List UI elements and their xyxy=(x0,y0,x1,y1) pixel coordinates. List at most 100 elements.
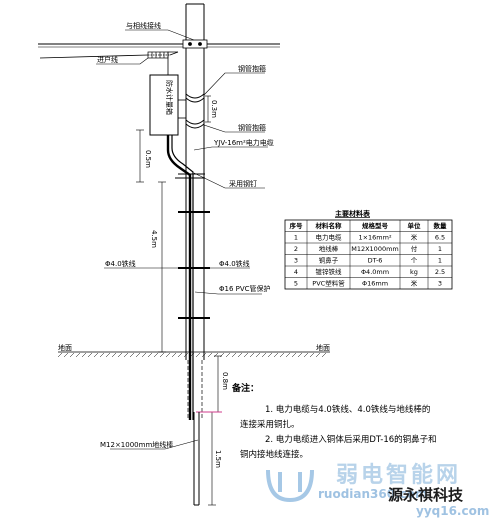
table-cell: PVC塑料管 xyxy=(312,279,345,288)
ground-hatch-mark xyxy=(267,352,273,358)
leaders xyxy=(96,29,268,450)
dim-main-label: 4.5m xyxy=(150,230,158,248)
table-cell: 铜鼻子 xyxy=(319,256,339,265)
dim-upper-label: 0.5m xyxy=(144,150,152,168)
table-cell: kg xyxy=(410,268,418,276)
iron-wire-bands xyxy=(178,211,210,319)
ground-hatch-mark xyxy=(99,352,105,358)
table-cell: 5 xyxy=(294,280,298,288)
table-cell: 电力电缆 xyxy=(316,233,343,242)
table-header-cell: 数量 xyxy=(434,221,448,230)
table-title: 主要材料表 xyxy=(335,209,371,218)
ground-hatch-mark xyxy=(303,352,309,358)
grounding-rod xyxy=(193,412,200,506)
ground-hatch-mark xyxy=(279,352,285,358)
dim-rod-label: 1.5m xyxy=(214,450,222,468)
watermark-logo-icon xyxy=(266,469,314,503)
cable-spec-label: YJV-16m²电力电缆 xyxy=(213,138,274,147)
hoop-dimension-label: 0.3m xyxy=(210,100,218,118)
ground-left-label: 地面 xyxy=(58,343,72,352)
watermark: 弱电智能网 ruodian360.com 源永祺科技 yyq16.com xyxy=(266,462,489,518)
ground-hatch-mark xyxy=(93,352,99,358)
cable-clamp xyxy=(175,173,205,179)
ground-hatch-mark xyxy=(315,352,321,358)
table-header-cell: 序号 xyxy=(289,221,304,230)
right-dimension-lines xyxy=(208,355,222,506)
ground-hatch-mark xyxy=(105,352,111,358)
meter-box: 防水计量箱 xyxy=(149,74,179,136)
ground-hatch-mark xyxy=(231,352,237,358)
table-cell: 1 xyxy=(438,257,442,265)
ground-hatch-mark xyxy=(213,352,219,358)
note-1a: 1. 电力电缆与4.0铁线、4.0铁线与地线棒的 xyxy=(265,404,430,415)
ground-hatch-mark xyxy=(255,352,261,358)
table-cell: 米 xyxy=(411,233,418,242)
pvc-pipe-label: Φ16 PVC管保护 xyxy=(219,284,271,293)
note-2a: 2. 电力电缆进入铜体后采用DT-16的铜鼻子和 xyxy=(265,434,437,445)
meter-box-label: 防水计量箱 xyxy=(165,80,174,115)
ground-right-label: 地面 xyxy=(316,343,330,352)
table-header-cell: 规格型号 xyxy=(362,221,389,230)
ground-hatch-mark xyxy=(237,352,243,358)
table-header-cell: 材料名称 xyxy=(315,221,343,230)
ground-hatch-mark xyxy=(249,352,255,358)
ground-hatch-mark xyxy=(219,352,225,358)
watermark-company: 源永祺科技 xyxy=(388,486,464,504)
table-cell: 2.5 xyxy=(435,268,445,276)
ground-hatch-mark xyxy=(321,352,327,358)
note-2b: 铜内接地线连接。 xyxy=(240,449,308,460)
pole-top-bracket xyxy=(182,39,208,49)
hoop-lower-label: 钢管抱箍 xyxy=(238,123,266,132)
ground-hatch-mark xyxy=(87,352,93,358)
ground-hatch-mark xyxy=(159,352,165,358)
ground-hatch-mark xyxy=(63,352,69,358)
table-cell: 1 xyxy=(294,234,298,242)
watermark-brand: 弱电智能网 xyxy=(336,462,461,488)
ground-hatch xyxy=(57,352,327,358)
ground-hatch-mark xyxy=(273,352,279,358)
ground-hatch-mark xyxy=(285,352,291,358)
power-cable xyxy=(166,135,194,420)
table-cell: M12X1000mm xyxy=(351,245,399,253)
dim-below-ground-label: 0.8m xyxy=(221,372,229,390)
ground-hatch-mark xyxy=(183,352,189,358)
ground-hatch-mark xyxy=(195,352,201,358)
meter-box-wiring xyxy=(167,51,186,119)
notes: 备注： 1. 电力电缆与4.0铁线、4.0铁线与地线棒的 连接采用铜扎。 2. … xyxy=(231,382,437,460)
service-line-label: 进户线 xyxy=(97,55,118,64)
table-cell: 6.5 xyxy=(435,234,445,242)
ground-hatch-mark xyxy=(135,352,141,358)
table-cell: 1×16mm² xyxy=(358,234,392,242)
table-cell: 米 xyxy=(411,279,418,288)
rod-spec-label: M12×1000mm地线棒 xyxy=(100,440,173,449)
ground-hatch-mark xyxy=(225,352,231,358)
ground-hatch-mark xyxy=(207,352,213,358)
watermark-url: yyq16.com xyxy=(416,504,489,518)
iron-wire-left-label: Φ4.0铁线 xyxy=(105,259,136,268)
ground-hatch-mark xyxy=(147,352,153,358)
table-cell: 4 xyxy=(294,268,298,276)
watermark-url-left: ruodian360.com xyxy=(318,487,428,501)
table-cell: 镀锌铁线 xyxy=(316,267,343,276)
ground-hatch-mark xyxy=(81,352,87,358)
ground-hatch-mark xyxy=(309,352,315,358)
fixing-label: 采用钢钉 xyxy=(229,179,257,188)
table-cell: Φ16mm xyxy=(362,280,388,288)
ground-hatch-mark xyxy=(261,352,267,358)
hoop-upper-label: 钢管抱箍 xyxy=(238,64,266,73)
ground-hatch-mark xyxy=(291,352,297,358)
ground-hatch-mark xyxy=(165,352,171,358)
table-cell: 3 xyxy=(438,280,442,288)
ground-hatch-mark xyxy=(171,352,177,358)
notes-title: 备注： xyxy=(231,382,259,394)
overhead-lines xyxy=(38,43,280,59)
note-1b: 连接采用铜扎。 xyxy=(240,419,300,430)
table-cell: DT-6 xyxy=(368,257,383,265)
ground-hatch-mark xyxy=(141,352,147,358)
table-cell: 个 xyxy=(411,257,418,265)
ground-hatch-mark xyxy=(123,352,129,358)
hoop-lower xyxy=(185,119,205,129)
ground-hatch-mark xyxy=(243,352,249,358)
